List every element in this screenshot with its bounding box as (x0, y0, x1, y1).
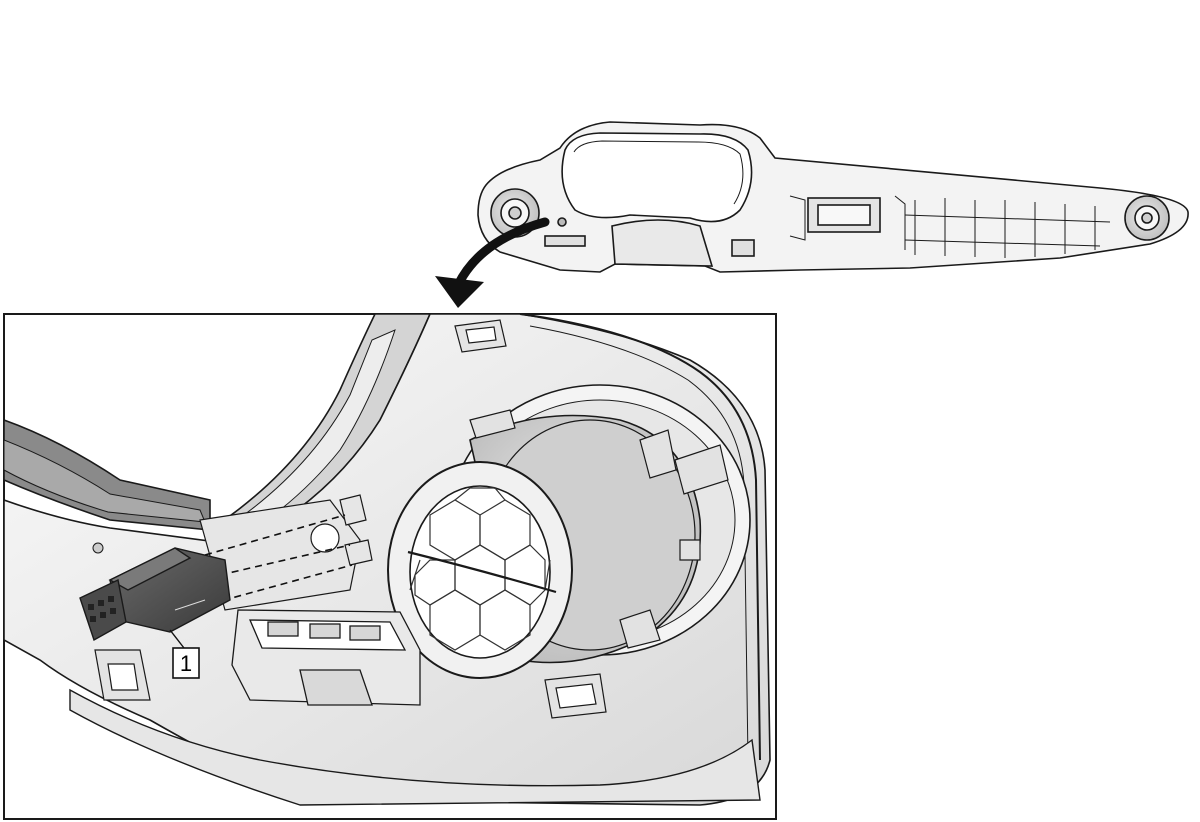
lower-right-clip (544, 673, 607, 719)
detail-view: 1 (3, 313, 777, 820)
outlet-clips (469, 409, 729, 649)
outlet-vane (407, 550, 557, 594)
center-cutout (611, 219, 714, 267)
outlet-grille (409, 487, 551, 651)
detail-arrow (435, 217, 550, 308)
bezel-rim (519, 314, 761, 761)
callout-1-box (172, 647, 200, 679)
receptacle-pocket (231, 609, 421, 706)
overview-bezel (477, 121, 1189, 273)
electrical-connector (79, 547, 231, 642)
top-clip (454, 319, 507, 353)
callout-1: 1 (169, 629, 200, 679)
lower-bracket (94, 649, 151, 701)
cluster-opening (561, 132, 753, 223)
connector-bracket (199, 494, 373, 611)
bezel-ribs (789, 195, 1111, 258)
callout-1-label: 1 (180, 651, 192, 676)
